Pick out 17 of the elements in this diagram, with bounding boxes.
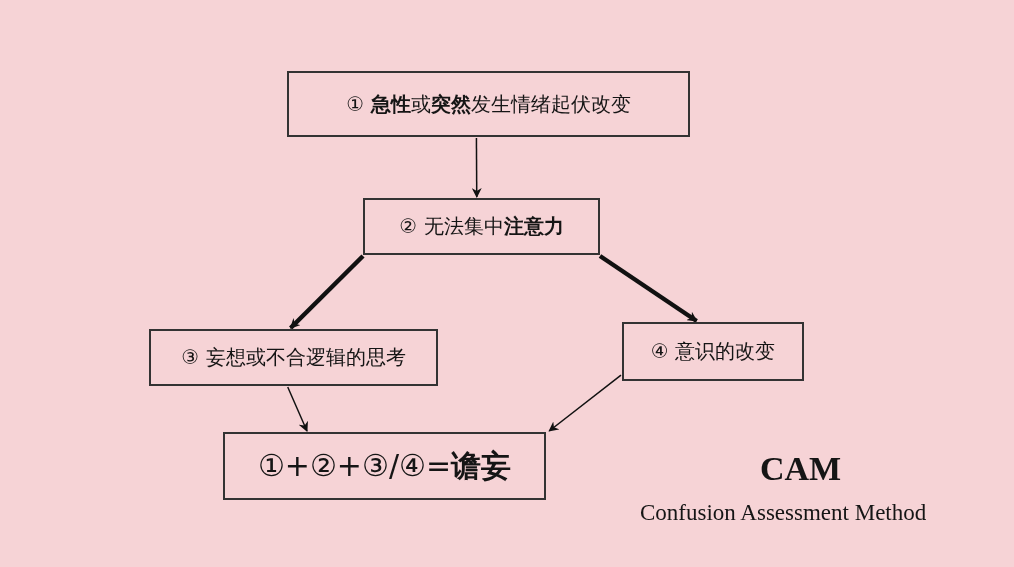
arrow <box>289 254 365 330</box>
acronym-title: CAM <box>760 450 842 488</box>
arrow <box>286 386 308 432</box>
process-box <box>363 198 600 255</box>
box-text: ③ 妄想或不合逻辑的思考 <box>181 344 406 371</box>
process-box <box>223 432 546 500</box>
box-text: ① 急性或突然发生情绪起伏改变 <box>346 90 631 118</box>
process-box <box>622 322 804 381</box>
arrow <box>471 137 482 198</box>
process-box <box>149 329 438 386</box>
box-text: ④ 意识的改变 <box>650 338 776 365</box>
box-text: ①+②+③/④=谵妄 <box>257 446 512 485</box>
arrow <box>598 254 698 323</box>
box-text: ② 无法集中注意力 <box>399 213 564 240</box>
arrow <box>548 374 622 432</box>
subtitle-text: Confusion Assessment Method <box>640 500 927 526</box>
process-box <box>287 71 690 137</box>
